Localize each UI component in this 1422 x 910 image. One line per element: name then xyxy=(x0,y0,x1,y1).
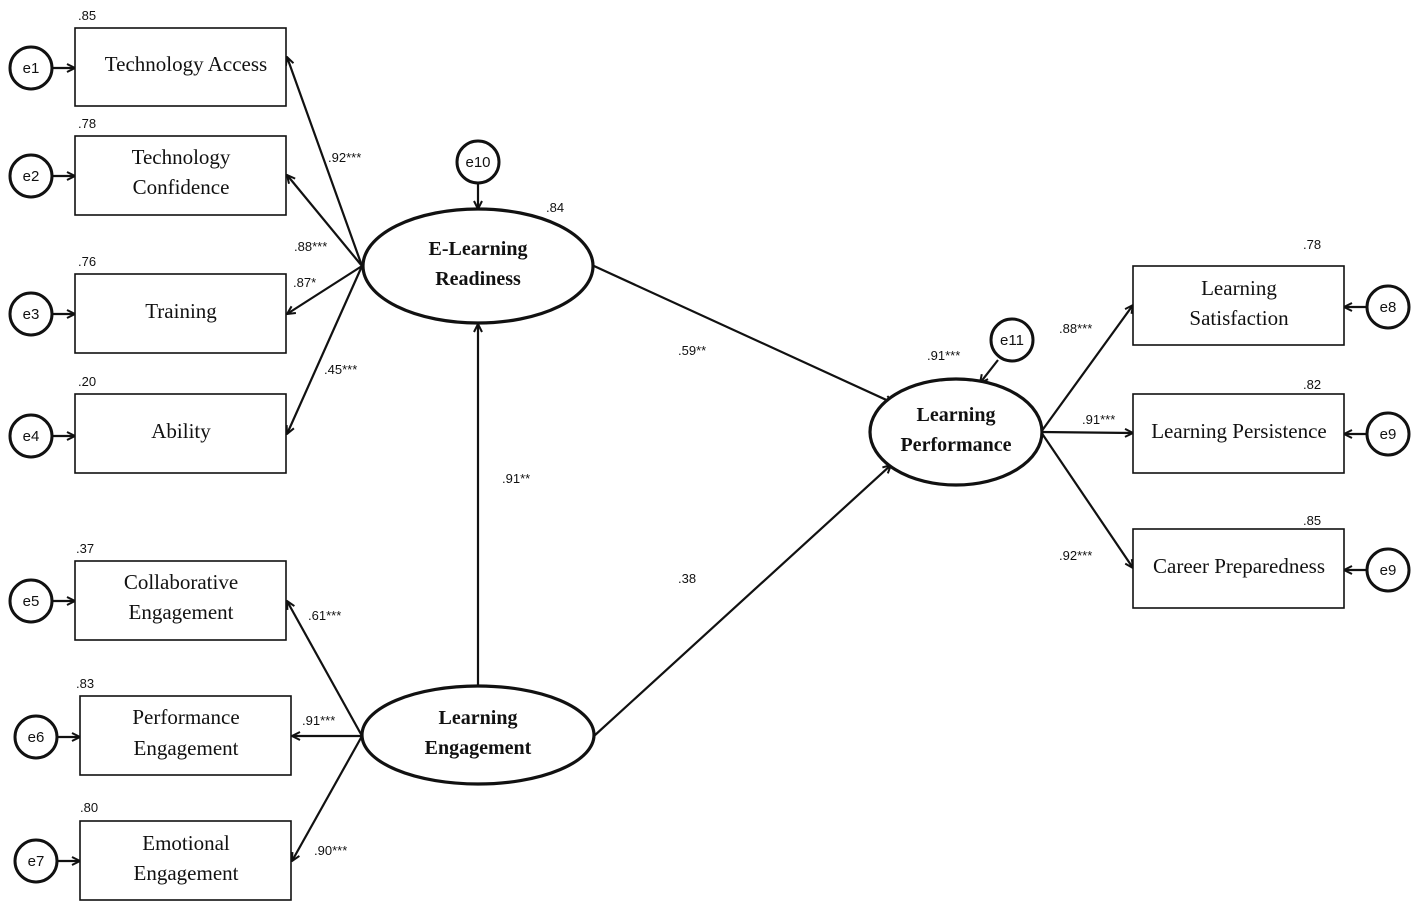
coef-le-emotional: .90*** xyxy=(314,843,347,858)
path-le-ce xyxy=(287,601,363,737)
r2-technology-confidence: .78 xyxy=(78,116,96,131)
latent-learning-engagement xyxy=(360,684,596,786)
error-e5 xyxy=(8,578,54,624)
coef-le-lperf: .38 xyxy=(678,571,696,586)
error-e5-label: e5 xyxy=(23,593,40,610)
r2-learning-persistence: .82 xyxy=(1303,377,1321,392)
error-e11-label: e11 xyxy=(1000,332,1024,349)
path-elr-ta xyxy=(287,57,364,267)
error-e6 xyxy=(13,714,59,760)
label-learning-persistence: Learning Persistence xyxy=(1151,419,1327,443)
error-e7 xyxy=(13,838,59,884)
label-learning-performance-2: Performance xyxy=(900,434,1011,456)
error-e7-label: e7 xyxy=(28,853,45,870)
path-elr-lperf xyxy=(593,264,893,403)
path-lperf-lp xyxy=(1040,432,1133,433)
r2-emotional-engagement: .80 xyxy=(80,800,98,815)
label-technology-confidence-2: Confidence xyxy=(133,175,230,199)
label-e-learning-readiness-1: E-Learning xyxy=(429,238,528,260)
r2-learning-performance: .91*** xyxy=(927,348,960,363)
r2-collaborative-engagement: .37 xyxy=(76,541,94,556)
label-collaborative-engagement-2: Engagement xyxy=(129,600,234,624)
error-e4-label: e4 xyxy=(23,428,40,445)
label-technology-access: Technology Access xyxy=(105,52,267,76)
box-career-preparedness xyxy=(1132,528,1345,609)
error-e11 xyxy=(989,317,1035,363)
label-emotional-engagement-2: Engagement xyxy=(134,861,239,885)
r2-performance-engagement: .83 xyxy=(76,676,94,691)
label-career-preparedness: Career Preparedness xyxy=(1153,554,1325,578)
latent-e-learning-readiness xyxy=(361,207,595,325)
error-e9-persistence-label: e9 xyxy=(1380,426,1397,443)
label-collaborative-engagement-1: Collaborative xyxy=(124,570,238,594)
label-ability: Ability xyxy=(151,419,211,443)
r2-career-preparedness: .85 xyxy=(1303,513,1321,528)
coef-elr-technology-confidence: .88*** xyxy=(294,239,327,254)
error-e6-label: e6 xyxy=(28,729,45,746)
label-learning-performance-1: Learning xyxy=(917,404,996,426)
error-e9-preparedness-label: e9 xyxy=(1380,562,1397,579)
path-lperf-cp xyxy=(1040,431,1133,568)
box-training xyxy=(74,273,287,354)
box-learning-persistence xyxy=(1132,393,1345,474)
error-e8 xyxy=(1365,284,1411,330)
box-ability xyxy=(74,393,287,474)
path-elr-tc xyxy=(287,175,363,267)
error-e3 xyxy=(8,291,54,337)
label-learning-engagement-1: Learning xyxy=(439,707,518,729)
r2-ability: .20 xyxy=(78,374,96,389)
error-e8-label: e8 xyxy=(1380,299,1397,316)
box-learning-satisfaction xyxy=(1132,265,1345,346)
r2-training: .76 xyxy=(78,254,96,269)
path-le-ee xyxy=(292,735,363,861)
path-lperf-ls xyxy=(1040,305,1133,433)
error-e2-label: e2 xyxy=(23,168,40,185)
box-emotional-engagement xyxy=(79,820,292,901)
coef-elr-ability: .45*** xyxy=(324,362,357,377)
label-technology-confidence-1: Technology xyxy=(132,145,231,169)
path-elr-tr xyxy=(287,265,363,314)
error-e10 xyxy=(455,139,501,185)
path-e11-lperf xyxy=(980,359,999,383)
label-e-learning-readiness-2: Readiness xyxy=(435,268,521,290)
box-technology-access xyxy=(74,27,287,107)
label-performance-engagement-2: Engagement xyxy=(134,736,239,760)
error-e9-preparedness xyxy=(1365,547,1411,593)
coef-le-collaborative: .61*** xyxy=(308,608,341,623)
coef-lperf-persistence: .91*** xyxy=(1082,412,1115,427)
label-learning-satisfaction-2: Satisfaction xyxy=(1189,306,1289,330)
error-e4 xyxy=(8,413,54,459)
coef-elr-training: .87* xyxy=(293,275,316,290)
box-technology-confidence xyxy=(74,135,287,216)
box-collaborative-engagement xyxy=(74,560,287,641)
r2-e-learning-readiness: .84 xyxy=(546,200,564,215)
error-e3-label: e3 xyxy=(23,306,40,323)
label-training: Training xyxy=(145,299,217,323)
error-e1-label: e1 xyxy=(23,60,40,77)
label-emotional-engagement-1: Emotional xyxy=(142,831,230,855)
coef-elr-technology-access: .92*** xyxy=(328,150,361,165)
r2-learning-satisfaction: .78 xyxy=(1303,237,1321,252)
coef-lperf-preparedness: .92*** xyxy=(1059,548,1092,563)
error-e9-persistence xyxy=(1365,411,1411,457)
path-le-lperf xyxy=(593,465,891,737)
coef-lperf-satisfaction: .88*** xyxy=(1059,321,1092,336)
box-performance-engagement xyxy=(79,695,292,776)
label-learning-engagement-2: Engagement xyxy=(425,737,532,759)
error-e2 xyxy=(8,153,54,199)
coef-elr-lperf: .59** xyxy=(678,343,706,358)
error-e1 xyxy=(8,45,54,91)
path-elr-ab xyxy=(287,265,364,434)
r2-technology-access: .85 xyxy=(78,8,96,23)
label-performance-engagement-1: Performance xyxy=(132,705,239,729)
latent-learning-performance xyxy=(868,377,1044,487)
coef-le-elr: .91** xyxy=(502,471,530,486)
label-learning-satisfaction-1: Learning xyxy=(1201,276,1277,300)
coef-le-performance: .91*** xyxy=(302,713,335,728)
error-e10-label: e10 xyxy=(465,154,490,171)
